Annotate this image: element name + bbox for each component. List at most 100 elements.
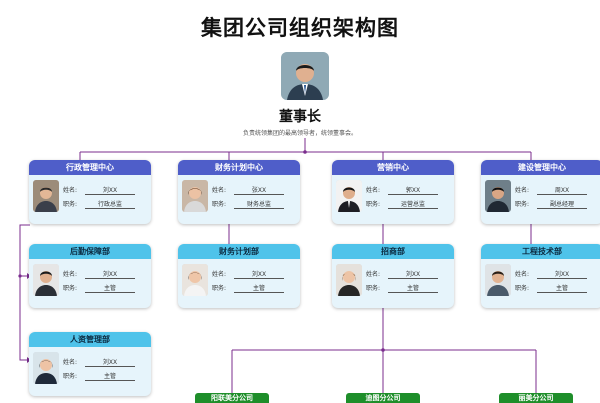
role-value: 主管 xyxy=(388,283,438,293)
role-row: 职务: 主管 xyxy=(366,283,438,293)
name-value: 刘XX xyxy=(388,269,438,279)
subsidiary-card-1[interactable]: 阳联美分公司 xyxy=(195,393,269,403)
center-title: 行政管理中心 xyxy=(29,160,151,175)
center-title: 建设管理中心 xyxy=(481,160,600,175)
subsidiary-card-3[interactable]: 丽美分公司 xyxy=(499,393,573,403)
name-row: 姓名: 张XX xyxy=(212,185,284,195)
connector-node-sub xyxy=(381,348,385,352)
name-label: 姓名: xyxy=(212,187,227,194)
person-avatar-icon xyxy=(182,180,208,212)
role-value: 行政总监 xyxy=(85,199,135,209)
dept-card-engineering[interactable]: 工程技术部 姓名:刘XX 职务:主管 xyxy=(481,244,600,308)
name-row: 姓名: 周XX xyxy=(515,185,587,195)
name-label: 姓名: xyxy=(515,187,530,194)
center-card-finance[interactable]: 财务计划中心 姓名: 张XX 职务: 财务总监 xyxy=(178,160,300,224)
name-row: 姓名: 刘XX xyxy=(63,185,135,195)
role-row: 职务: 运营总监 xyxy=(366,199,438,209)
dept-card-hr[interactable]: 人资管理部 姓名: 刘XX 职务: 主管 xyxy=(29,332,151,396)
center-card-construction[interactable]: 建设管理中心 姓名: 周XX 职务: 副总经理 xyxy=(481,160,600,224)
chairman-photo xyxy=(281,52,329,100)
name-value: 郭XX xyxy=(388,185,438,195)
chart-title: 集团公司组织架构图 xyxy=(201,16,399,40)
role-value: 运营总监 xyxy=(388,199,438,209)
role-row: 职务: 行政总监 xyxy=(63,199,135,209)
role-label: 职务: xyxy=(366,285,381,292)
name-label: 姓名: xyxy=(63,187,78,194)
dept-card-investment[interactable]: 招商部 姓名: 刘XX 职务: 主管 xyxy=(332,244,454,308)
person-photo xyxy=(33,352,59,384)
center-card-admin[interactable]: 行政管理中心 姓名: 刘XX 职务: 行政总监 xyxy=(29,160,151,224)
role-label: 职务: xyxy=(366,201,381,208)
name-label: 姓名: xyxy=(63,359,78,366)
name-row: 姓名: 刘XX xyxy=(63,269,135,279)
center-title: 营销中心 xyxy=(332,160,454,175)
name-label: 姓名: xyxy=(212,271,227,278)
chairman-title: 董事长 xyxy=(279,109,321,125)
name-row: 姓名: 刘XX xyxy=(366,269,438,279)
role-value: 主管 xyxy=(85,371,135,381)
person-avatar-icon xyxy=(336,264,362,296)
name-row: 姓名: 刘XX xyxy=(63,357,135,367)
role-value: 财务总监 xyxy=(234,199,284,209)
name-value: 张XX xyxy=(234,185,284,195)
person-avatar-icon xyxy=(33,180,59,212)
connector-node-top xyxy=(303,150,307,154)
name-label: 姓名: xyxy=(63,271,78,278)
role-value: 主管 xyxy=(85,283,135,293)
person-avatar-icon xyxy=(182,264,208,296)
name-row: 姓名: 郭XX xyxy=(366,185,438,195)
person-photo xyxy=(33,264,59,296)
subsidiary-card-2[interactable]: 迪图分公司 xyxy=(346,393,420,403)
name-value: 周XX xyxy=(537,185,587,195)
person-avatar-icon xyxy=(485,264,511,296)
name-value: 刘XX xyxy=(85,185,135,195)
role-label: 职务: xyxy=(515,201,530,208)
name-value: 刘XX xyxy=(537,269,587,279)
role-label: 职务: xyxy=(63,201,78,208)
person-photo xyxy=(182,180,208,212)
person-avatar-icon xyxy=(281,52,329,100)
dept-title: 后勤保障部 xyxy=(29,244,151,259)
role-value: 副总经理 xyxy=(537,199,587,209)
dept-title: 招商部 xyxy=(332,244,454,259)
name-value: 刘XX xyxy=(85,357,135,367)
name-label: 姓名: xyxy=(366,271,381,278)
person-avatar-icon xyxy=(33,352,59,384)
person-photo xyxy=(336,180,362,212)
person-avatar-icon xyxy=(336,180,362,212)
role-label: 职务: xyxy=(515,285,530,292)
dept-card-finance-plan[interactable]: 财务计划部 姓名: 刘XX 职务: 主管 xyxy=(178,244,300,308)
role-row: 职务: 主管 xyxy=(63,283,135,293)
name-label: 姓名: xyxy=(515,271,530,278)
person-photo xyxy=(485,180,511,212)
connector-admin-spine xyxy=(19,224,30,361)
name-label: 姓名: xyxy=(366,187,381,194)
role-label: 职务: xyxy=(63,373,78,380)
person-avatar-icon xyxy=(485,180,511,212)
role-label: 职务: xyxy=(212,285,227,292)
person-avatar-icon xyxy=(33,264,59,296)
role-value: 主管 xyxy=(234,283,284,293)
name-value: 刘XX xyxy=(85,269,135,279)
person-photo xyxy=(33,180,59,212)
name-value: 刘XX xyxy=(234,269,284,279)
role-label: 职务: xyxy=(63,285,78,292)
person-photo xyxy=(336,264,362,296)
person-photo xyxy=(485,264,511,296)
role-row: 职务: 主管 xyxy=(63,371,135,381)
connector-node-admin xyxy=(18,274,22,278)
center-title: 财务计划中心 xyxy=(178,160,300,175)
center-card-marketing[interactable]: 营销中心 姓名: 郭XX 职务: 运营总监 xyxy=(332,160,454,224)
name-row: 姓名: 刘XX xyxy=(212,269,284,279)
dept-title: 人资管理部 xyxy=(29,332,151,347)
chairman-description: 负责统领集团的最高领导者，统领董事会。 xyxy=(242,130,357,137)
dept-title: 财务计划部 xyxy=(178,244,300,259)
role-value: 主管 xyxy=(537,283,587,293)
person-photo xyxy=(182,264,208,296)
role-row: 职务: 财务总监 xyxy=(212,199,284,209)
role-row: 职务: 主管 xyxy=(515,283,587,293)
name-row: 姓名: 刘XX xyxy=(515,269,587,279)
role-label: 职务: xyxy=(212,201,227,208)
dept-card-logistics[interactable]: 后勤保障部 姓名: 刘XX 职务: 主管 xyxy=(29,244,151,308)
